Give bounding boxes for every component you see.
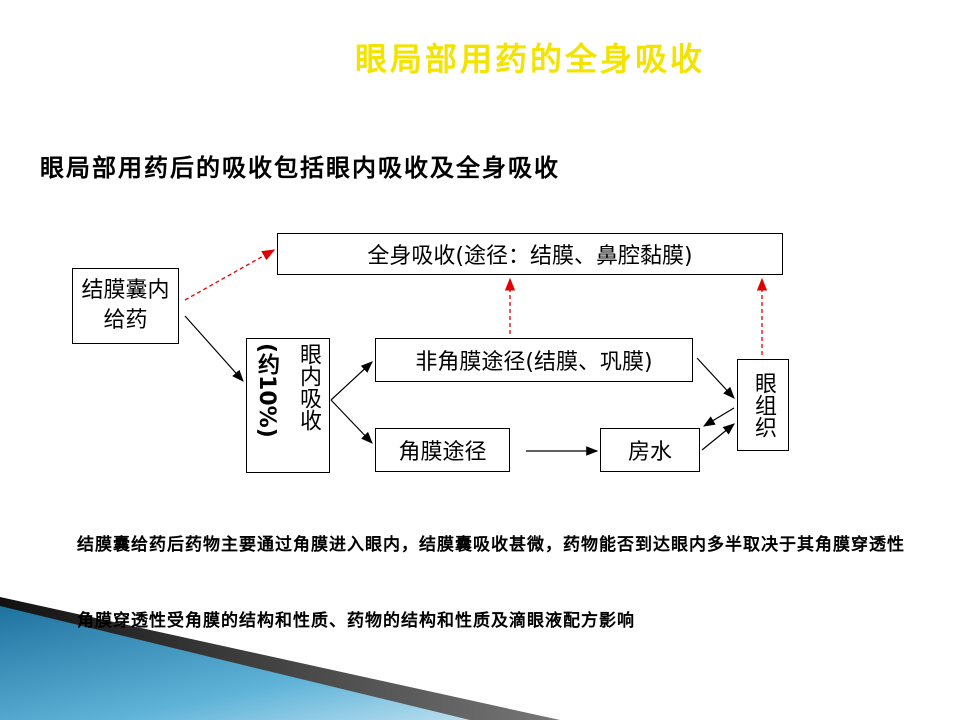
node-eye-tissue: 眼组织: [737, 359, 789, 451]
corneal-label: 角膜途径: [398, 440, 487, 465]
arrow-aqueous-to-tissue: [701, 423, 735, 451]
aqueous-label: 房水: [627, 440, 672, 465]
node-noncorneal-route: 非角膜途径(结膜、巩膜): [375, 338, 693, 382]
arrow-conj-to-systemic: [184, 249, 276, 301]
note-corneal-permeability: 结膜囊给药后药物主要通过角膜进入眼内，结膜囊吸收甚微，药物能否到达眼内多半取决于…: [77, 535, 905, 555]
intraocular-label: 眼内吸收: [296, 343, 321, 431]
note-permeability-factors: 角膜穿透性受角膜的结构和性质、药物的结构和性质及滴眼液配方影响: [77, 611, 635, 631]
intraocular-percentage: (约10%): [254, 343, 279, 438]
systemic-label: 全身吸收(途径：结膜、鼻腔黏膜): [367, 244, 693, 269]
node-systemic-absorption: 全身吸收(途径：结膜、鼻腔黏膜): [277, 233, 783, 275]
conjunctival-sac-label: 结膜囊内给药: [81, 278, 170, 333]
node-conjunctival-sac: 结膜囊内给药: [72, 268, 179, 344]
node-intraocular-absorption: 眼内吸收 (约10%): [246, 338, 330, 473]
node-corneal-route: 角膜途径: [375, 428, 510, 472]
noncorneal-label: 非角膜途径(结膜、巩膜): [415, 350, 653, 375]
dark-swoosh: [0, 597, 560, 720]
page-subtitle: 眼局部用药后的吸收包括眼内吸收及全身吸收: [40, 154, 560, 182]
arrow-conj-to-intraocular: [184, 315, 244, 382]
node-aqueous-humor: 房水: [600, 428, 700, 472]
arrow-intraocular-to-corneal: [330, 399, 373, 444]
arrow-tissue-to-aqueous: [702, 407, 735, 427]
arrow-intraocular-to-noncorneal: [330, 361, 373, 401]
eye-tissue-label: 眼组织: [751, 372, 776, 438]
page-title: 眼局部用药的全身吸收: [354, 40, 705, 78]
arrow-noncorneal-to-tissue: [696, 357, 735, 399]
